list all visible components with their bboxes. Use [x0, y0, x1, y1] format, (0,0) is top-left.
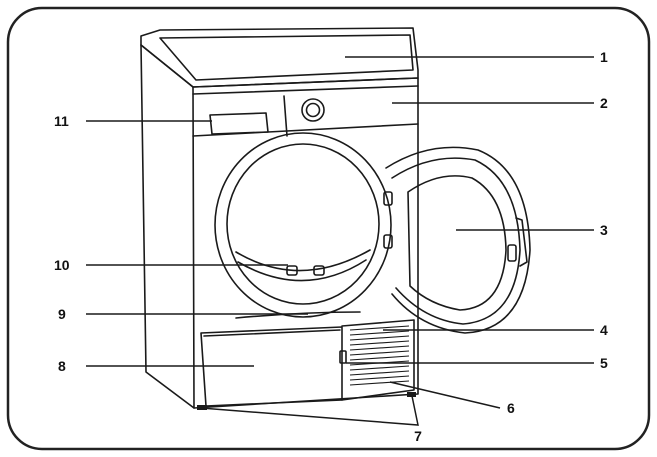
drum-back — [236, 250, 370, 271]
filter-handle-right — [314, 266, 324, 275]
leader-lines — [86, 57, 594, 425]
callout-label-3: 3 — [600, 222, 608, 238]
ventilation-grille-slats — [350, 326, 409, 385]
callout-label-11: 11 — [54, 113, 69, 129]
callout-label-8: 8 — [58, 358, 66, 374]
callout-label-10: 10 — [54, 257, 70, 273]
callout-label-6: 6 — [507, 400, 515, 416]
control-panel-divider — [193, 86, 418, 94]
callout-label-7: 7 — [414, 428, 422, 444]
dryer-illustration — [141, 28, 530, 408]
callout-label-4: 4 — [600, 322, 608, 338]
door-glass — [408, 176, 506, 310]
door-opening-outer — [215, 133, 391, 317]
callout-label-9: 9 — [58, 306, 66, 322]
lower-panel-inner — [204, 330, 340, 336]
control-panel-split — [284, 96, 287, 136]
program-knob-inner — [307, 104, 320, 117]
worktop-edge — [141, 45, 193, 87]
door-latch — [508, 245, 516, 261]
program-knob — [302, 99, 324, 121]
side-panel — [141, 45, 194, 408]
grille-latch — [340, 351, 346, 363]
callout-label-2: 2 — [600, 95, 608, 111]
callout-label-5: 5 — [600, 355, 608, 371]
door-rim — [392, 158, 520, 324]
display-panel — [210, 113, 268, 134]
callout-label-1: 1 — [600, 49, 608, 65]
